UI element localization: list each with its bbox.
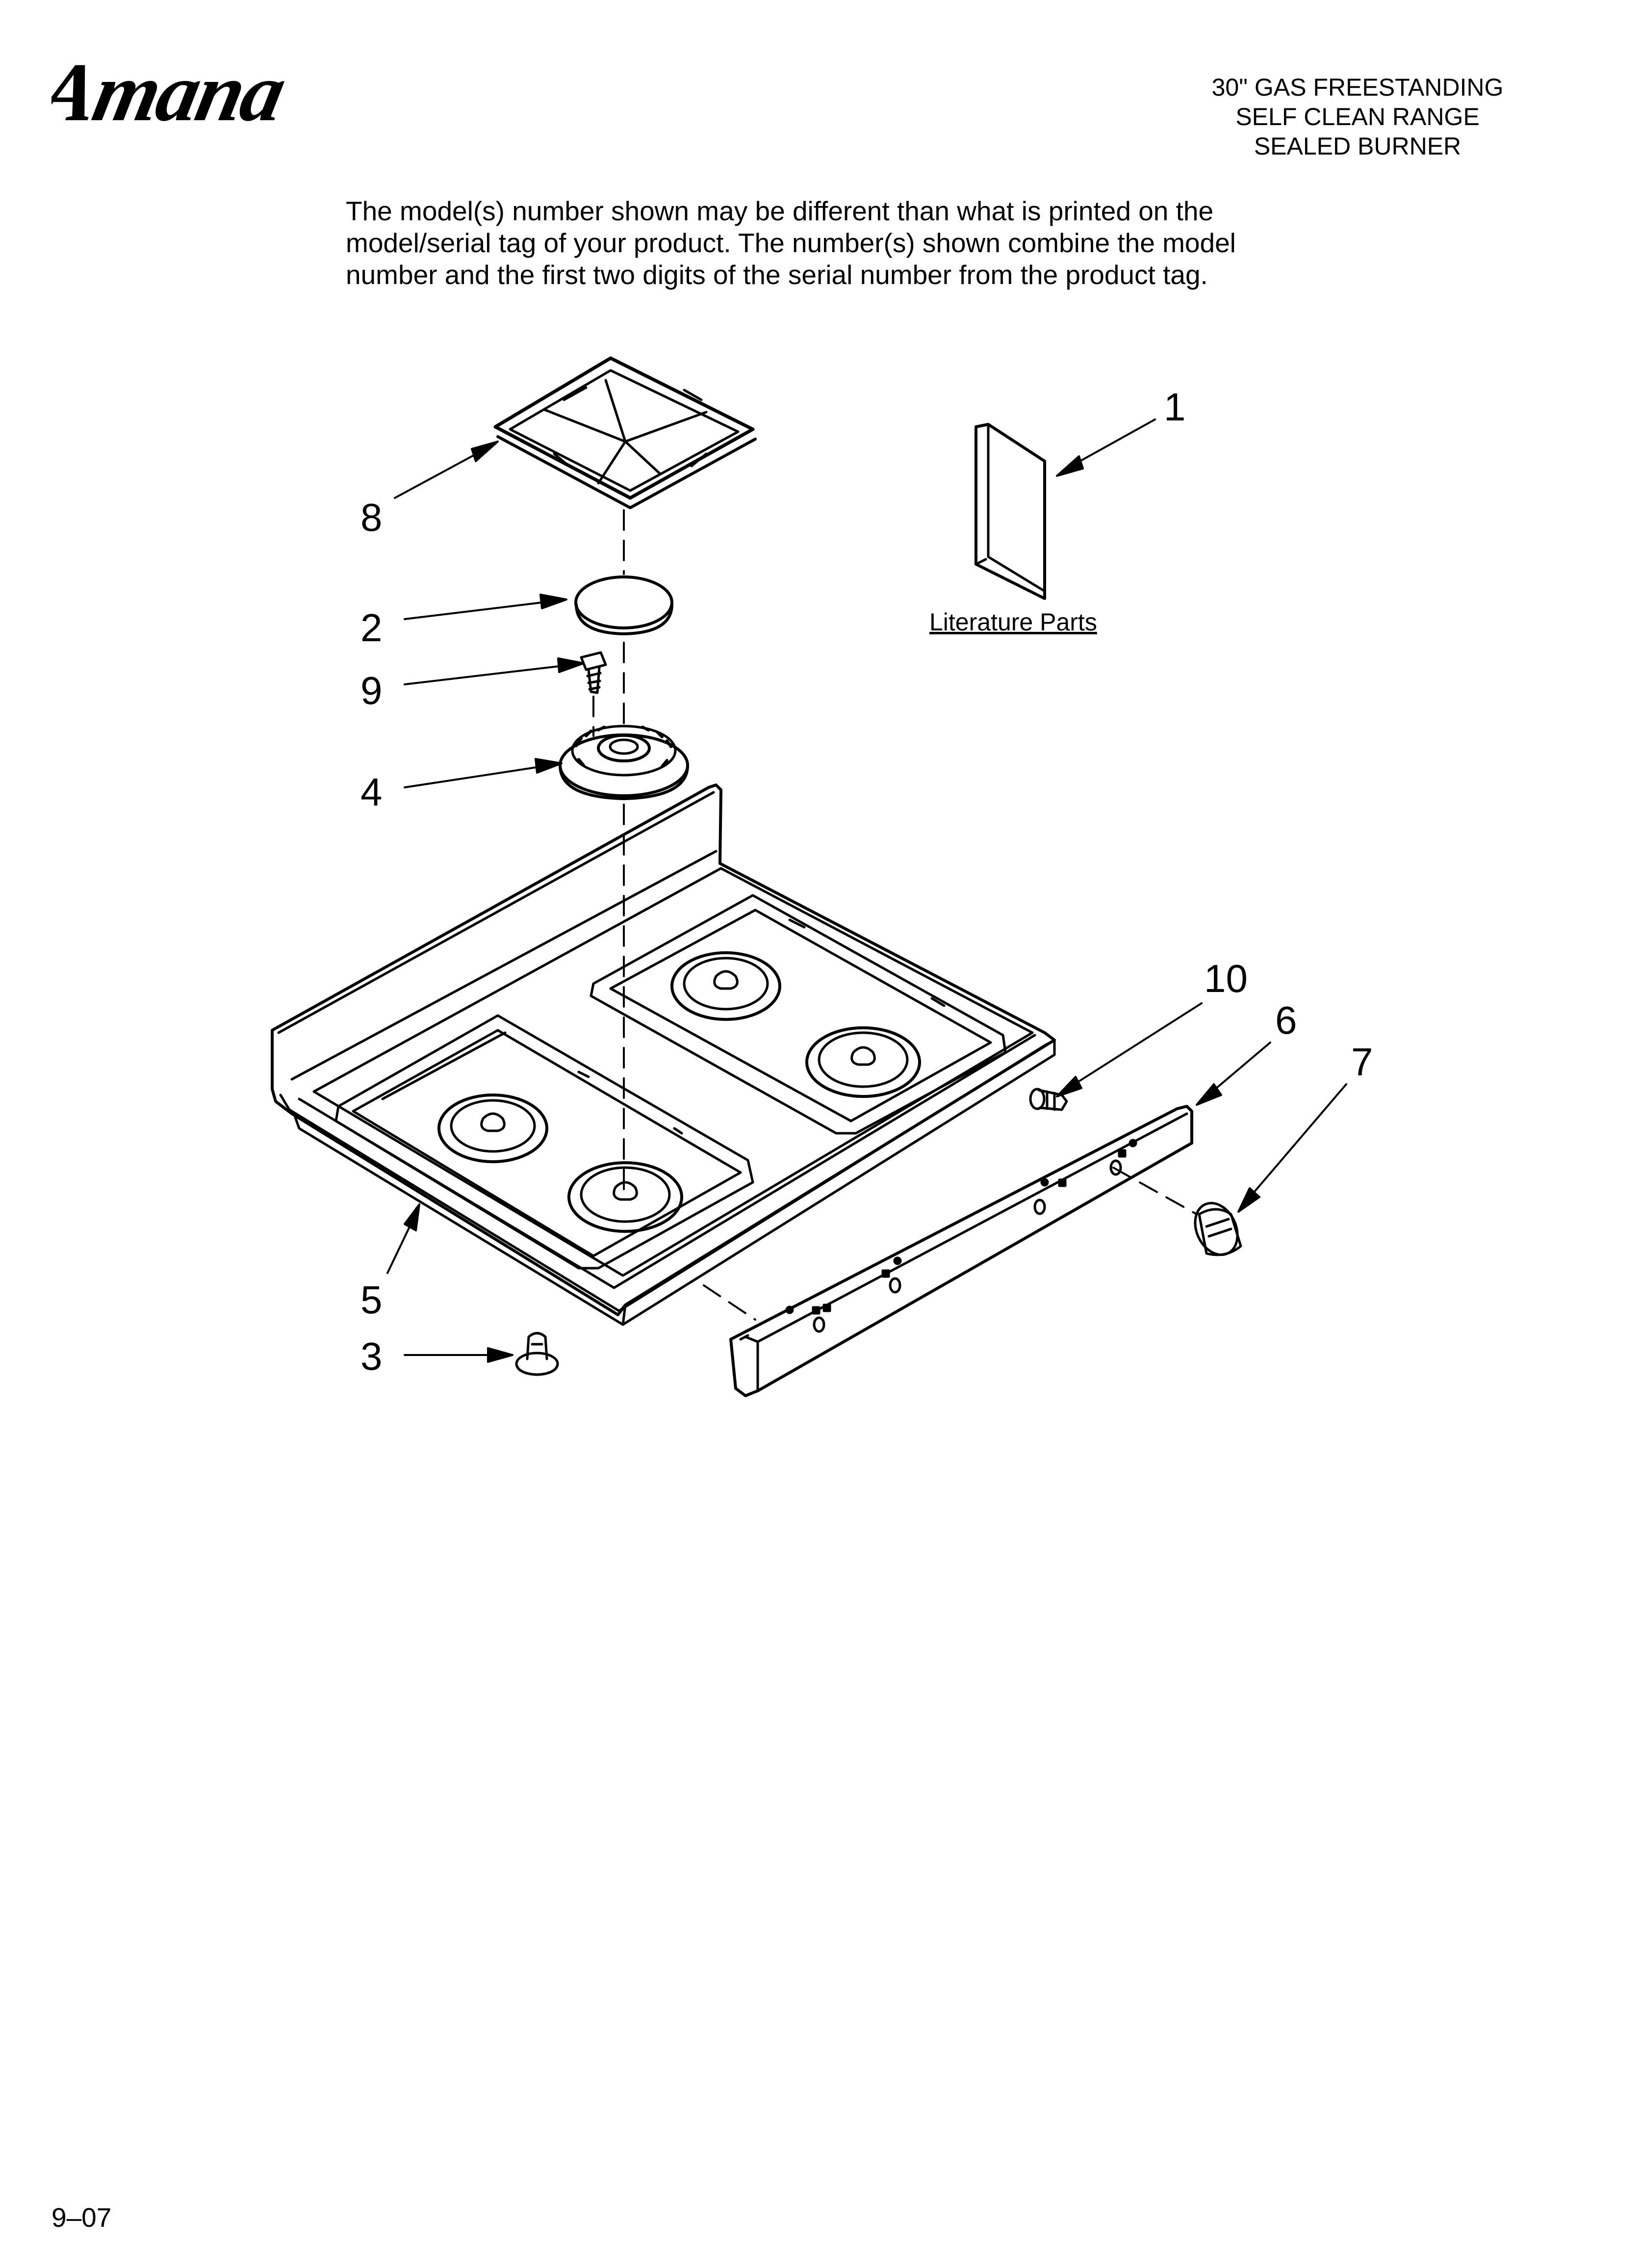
literature-parts-label: Literature Parts bbox=[929, 608, 1097, 636]
product-title-line-3: SEALED BURNER bbox=[1254, 132, 1462, 160]
leader-arrow-6 bbox=[1196, 1042, 1271, 1106]
callout-5: 5 bbox=[360, 1278, 383, 1322]
revision-date: 9–07 bbox=[51, 2202, 112, 2233]
leader-arrow-8 bbox=[394, 441, 499, 499]
note-line-2: model/serial tag of your product. The nu… bbox=[346, 228, 1236, 258]
leader-arrow-3 bbox=[404, 1347, 513, 1363]
leader-arrows bbox=[386, 418, 1347, 1363]
manifold-panel bbox=[729, 1105, 1193, 1397]
leader-arrow-9 bbox=[404, 657, 585, 685]
burner-head bbox=[559, 725, 689, 800]
callout-6: 6 bbox=[1275, 998, 1297, 1042]
model-number-note: The model(s) number shown may be differe… bbox=[346, 195, 1351, 291]
product-title-line-2: SELF CLEAN RANGE bbox=[1235, 103, 1480, 130]
leader-arrow-10 bbox=[1056, 1002, 1203, 1097]
product-title: 30" GAS FREESTANDING SELF CLEAN RANGE SE… bbox=[1137, 73, 1578, 161]
burner-cap bbox=[574, 575, 673, 635]
control-knob bbox=[1194, 1201, 1242, 1256]
leader-arrow-7 bbox=[1237, 1083, 1347, 1213]
callout-2: 2 bbox=[360, 606, 383, 650]
burner-grate bbox=[493, 356, 757, 509]
svg-text:Amana: Amana bbox=[51, 47, 292, 135]
callout-8: 8 bbox=[360, 495, 383, 539]
callout-9: 9 bbox=[360, 669, 383, 712]
alignment-lines bbox=[592, 509, 1198, 1321]
burner-screw bbox=[580, 651, 607, 694]
leader-arrow-1 bbox=[1056, 418, 1156, 477]
callout-7: 7 bbox=[1351, 1040, 1373, 1084]
cooktop-bumper bbox=[515, 1332, 559, 1376]
product-title-line-1: 30" GAS FREESTANDING bbox=[1211, 74, 1504, 101]
cooktop-maintop bbox=[271, 783, 1056, 1326]
note-line-1: The model(s) number shown may be differe… bbox=[346, 196, 1214, 226]
leader-arrow-2 bbox=[404, 594, 567, 620]
callout-3: 3 bbox=[360, 1334, 383, 1378]
literature-booklet bbox=[975, 423, 1046, 600]
amana-logo: Amana bbox=[51, 47, 292, 135]
note-line-3: number and the first two digits of the s… bbox=[346, 260, 1208, 290]
callout-4: 4 bbox=[360, 770, 383, 814]
leader-arrow-5 bbox=[386, 1203, 420, 1274]
manifold-screw bbox=[1029, 1088, 1068, 1111]
callout-1: 1 bbox=[1164, 385, 1186, 429]
leader-arrow-4 bbox=[404, 758, 563, 788]
callout-10: 10 bbox=[1204, 957, 1248, 1000]
